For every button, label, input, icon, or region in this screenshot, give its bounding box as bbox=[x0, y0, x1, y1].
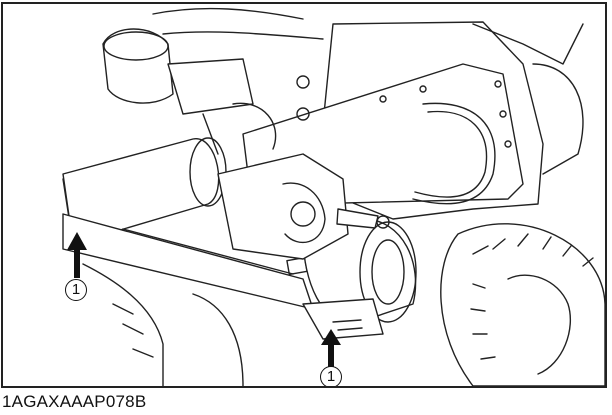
callout-1-left: 1 bbox=[65, 279, 87, 301]
arrow-up-icon bbox=[67, 232, 87, 278]
arrow-up-icon bbox=[321, 329, 341, 367]
undercarriage-line-drawing bbox=[62, 7, 605, 386]
illustration-frame: 1 1 bbox=[1, 2, 607, 388]
callout-1-right: 1 bbox=[320, 366, 342, 386]
figure-caption: 1AGAXAAAP078B bbox=[2, 392, 147, 411]
